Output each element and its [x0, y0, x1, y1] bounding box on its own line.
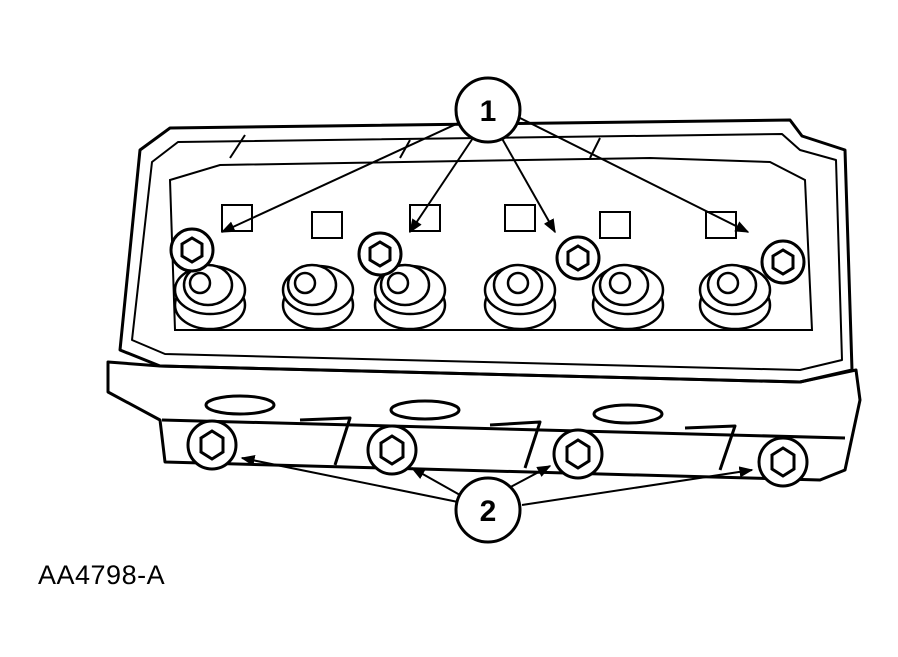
valve-spring: [173, 263, 247, 331]
callout-1: 1: [454, 76, 522, 144]
head-bolt: [169, 227, 215, 273]
head-lower-casting: [106, 360, 862, 482]
head-bolt: [357, 231, 403, 277]
head-bolt: [760, 239, 806, 285]
valve-spring: [698, 263, 772, 331]
callout-1-leaders: [220, 117, 750, 234]
valve-spring: [591, 263, 665, 331]
head-bolt: [366, 424, 418, 476]
figure-id-label: AA4798-A: [38, 560, 166, 590]
valve-springs: [173, 263, 772, 331]
valve-spring: [281, 263, 355, 331]
rocker-pedestals: [221, 204, 737, 239]
head-bolt: [186, 419, 238, 471]
head-bolt: [552, 428, 604, 480]
upper-head-bolts: [169, 227, 806, 285]
callout-2-leaders: [240, 455, 754, 506]
head-upper-outline: [118, 118, 854, 384]
callout-2-number: 2: [480, 495, 497, 528]
lower-head-bolts: [186, 419, 809, 488]
valve-spring: [373, 263, 447, 331]
valve-spring: [483, 263, 557, 331]
callout-2: 2: [454, 476, 522, 544]
head-bolt: [757, 436, 809, 488]
head-bolt: [555, 235, 601, 281]
callout-1-number: 1: [480, 95, 497, 128]
